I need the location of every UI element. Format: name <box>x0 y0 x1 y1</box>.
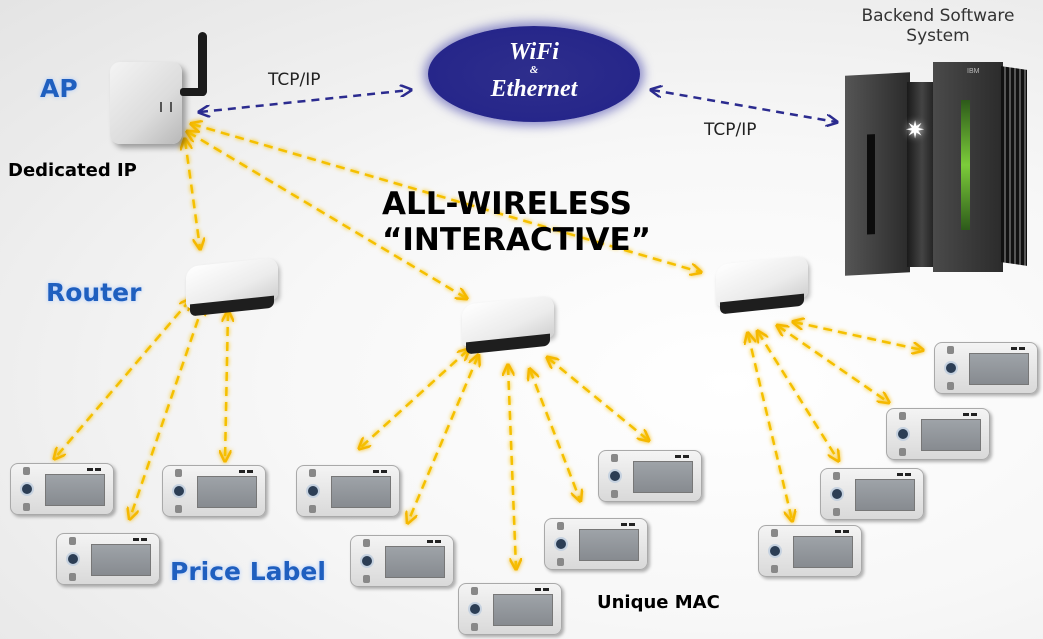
router-label: Router <box>46 278 142 307</box>
wireless-link <box>360 350 468 448</box>
wireless-link <box>758 332 838 460</box>
wireless-link <box>192 124 700 272</box>
tcp-ip-link <box>652 90 836 122</box>
cloud-amp-text: & <box>529 64 539 76</box>
nfc-icon <box>66 552 80 566</box>
access-point-icon <box>110 32 207 144</box>
cloud-ethernet-text: Ethernet <box>490 76 578 102</box>
mainframe-server-icon: IBM ✷ <box>845 62 1030 287</box>
price-label-device <box>10 463 114 515</box>
price-label-caption: Price Label <box>170 557 326 586</box>
price-label-device <box>886 408 990 460</box>
wireless-link <box>548 358 648 440</box>
price-label-device <box>934 342 1038 394</box>
label-screen <box>331 476 391 508</box>
wireless-link <box>185 140 200 248</box>
tcp-ip-link <box>200 90 410 112</box>
title-line-2: “INTERACTIVE” <box>382 222 652 258</box>
backend-label: Backend Software System <box>848 6 1028 46</box>
unique-mac-label: Unique MAC <box>597 592 720 613</box>
price-label-device <box>162 465 266 517</box>
server-status-led <box>961 100 970 230</box>
label-screen <box>855 479 915 511</box>
price-label-device <box>56 533 160 585</box>
price-label-device <box>820 468 924 520</box>
label-screen <box>385 546 445 578</box>
wireless-link <box>508 366 516 568</box>
nfc-icon <box>944 361 958 375</box>
ap-label: AP <box>40 74 78 103</box>
diagram-title: ALL-WIRELESS “INTERACTIVE” <box>382 186 651 258</box>
label-screen <box>921 419 981 451</box>
wireless-link <box>130 305 203 518</box>
nfc-icon <box>608 469 622 483</box>
price-label-device <box>758 525 862 577</box>
backend-label-line1: Backend Software <box>861 6 1015 26</box>
price-label-device <box>458 583 562 635</box>
wireless-link <box>55 300 190 458</box>
tcp-ip-label-ap: TCP/IP <box>268 70 321 90</box>
label-screen <box>197 476 257 508</box>
wireless-link <box>778 326 888 402</box>
wireless-link <box>794 322 922 350</box>
router-icon <box>462 295 554 356</box>
label-screen <box>969 353 1029 385</box>
wireless-link <box>225 312 228 460</box>
nfc-icon <box>172 484 186 498</box>
tcp-ip-label-backend: TCP/IP <box>704 120 757 140</box>
label-screen <box>91 544 151 576</box>
nfc-icon <box>360 554 374 568</box>
label-screen <box>633 461 693 493</box>
nfc-icon <box>768 544 782 558</box>
router-icon <box>186 257 278 318</box>
nfc-icon <box>20 482 34 496</box>
price-label-device <box>296 465 400 517</box>
price-label-device <box>544 518 648 570</box>
nfc-icon <box>468 602 482 616</box>
price-label-device <box>350 535 454 587</box>
title-line-1: ALL-WIRELESS <box>382 186 632 222</box>
router-icon <box>716 255 808 316</box>
wireless-link <box>530 370 580 500</box>
cloud-wifi-text: WiFi <box>509 39 559 65</box>
nfc-icon <box>896 427 910 441</box>
label-screen <box>793 536 853 568</box>
nfc-icon <box>830 487 844 501</box>
backend-label-line2: System <box>906 26 970 46</box>
price-label-device <box>598 450 702 502</box>
sparkle-icon: ✷ <box>905 117 926 144</box>
label-screen <box>45 474 105 506</box>
wireless-link <box>408 356 478 522</box>
nfc-icon <box>554 537 568 551</box>
nfc-icon <box>306 484 320 498</box>
antenna-icon <box>198 32 207 96</box>
wireless-link <box>748 334 792 520</box>
label-screen <box>579 529 639 561</box>
dedicated-ip-label: Dedicated IP <box>8 160 137 181</box>
label-screen <box>493 594 553 626</box>
server-brand: IBM <box>967 68 980 75</box>
wifi-ethernet-cloud: WiFi & Ethernet <box>428 26 640 122</box>
